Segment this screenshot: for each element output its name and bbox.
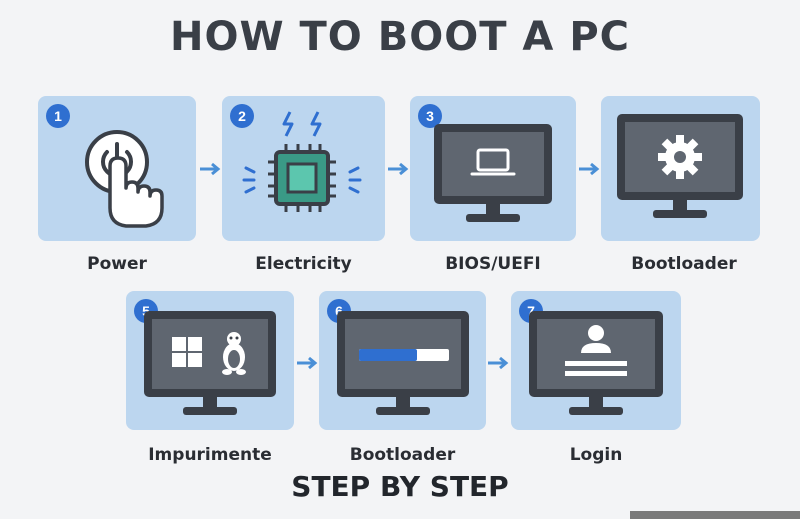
step-label-power: Power	[87, 254, 147, 274]
step-label-bios-uefi: BIOS/UEFI	[445, 254, 541, 274]
arrow-right-icon	[488, 356, 509, 370]
arrow-right-icon	[200, 162, 221, 176]
chip-icon	[242, 111, 362, 212]
step-label-impurimente: Impurimente	[148, 445, 272, 465]
monitor-user-icon	[529, 311, 663, 415]
step-card-bootloader	[601, 96, 760, 241]
bottom-edge-strip	[630, 511, 800, 519]
monitor-laptop-icon	[434, 124, 552, 222]
arrow-right-icon	[579, 162, 600, 176]
arrow-right-icon	[388, 162, 409, 176]
step-label-login: Login	[569, 445, 623, 465]
arrow-right-icon	[297, 356, 318, 370]
monitor-os-icon	[144, 311, 276, 415]
step-label-bootloader-progress: Bootloader	[349, 445, 456, 465]
step-card-bios-uefi: 3	[410, 96, 576, 241]
step-number-badge: 1	[46, 104, 70, 128]
step-card-electricity: 2	[222, 96, 385, 241]
page-title: HOW TO BOOT A PC	[169, 14, 630, 60]
step-card-login: 7	[511, 291, 681, 430]
step-card-power: 1	[38, 96, 196, 241]
step-card-impurimente: 5	[126, 291, 294, 430]
power-button-icon	[85, 130, 164, 228]
step-number-badge: 2	[230, 104, 254, 128]
step-label-bootloader: Bootloader	[631, 254, 737, 274]
step-label-electricity: Electricity	[255, 254, 352, 274]
monitor-progress-icon	[337, 311, 469, 415]
monitor-gear-icon	[617, 114, 743, 218]
step-card-bootloader-progress: 6	[319, 291, 486, 430]
page-subtitle: STEP BY STEP	[291, 470, 509, 503]
step-number-badge: 3	[418, 104, 442, 128]
